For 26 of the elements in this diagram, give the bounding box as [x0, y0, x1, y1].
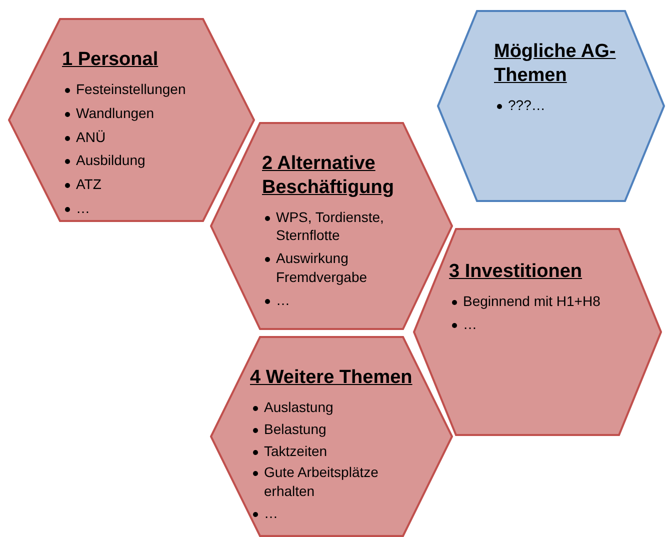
hexagon	[437, 10, 665, 202]
hexagon	[210, 336, 453, 537]
hexagon	[413, 228, 662, 436]
list-item: Taktzeiten	[264, 442, 328, 460]
hexagon-heading: 4 Weitere Themen	[250, 366, 414, 390]
list-item: ANÜ	[76, 128, 106, 146]
hexagon	[8, 18, 255, 222]
list-item: Wandlungen	[76, 104, 154, 123]
list-item: Auslastung	[264, 398, 334, 417]
list-item: …	[264, 504, 278, 524]
hexagon-heading: 2 Alternative Beschäftigung	[262, 152, 395, 200]
list-item: ATZ	[76, 175, 102, 194]
list-item: ???…	[508, 96, 546, 114]
list-item: Gute Arbeitsplätze erhalten	[264, 463, 380, 502]
hexagon-heading: 1 Personal	[62, 48, 160, 72]
hexagon-heading: 3 Investitionen	[449, 260, 584, 284]
list-item: Belastung	[264, 420, 326, 439]
list-item: …	[76, 199, 90, 218]
hexagon-heading: Mögliche AG-Themen	[494, 40, 617, 88]
list-item: WPS, Tordienste, Sternflotte	[276, 208, 385, 246]
list-item: Festeinstellungen	[76, 80, 186, 99]
list-item: Ausbildung	[76, 151, 146, 170]
list-item: Auswirkung Fremdvergabe	[276, 249, 368, 288]
list-item: …	[463, 314, 477, 334]
list-item: Beginnend mit H1+H8	[463, 292, 600, 311]
list-item: …	[276, 291, 290, 310]
